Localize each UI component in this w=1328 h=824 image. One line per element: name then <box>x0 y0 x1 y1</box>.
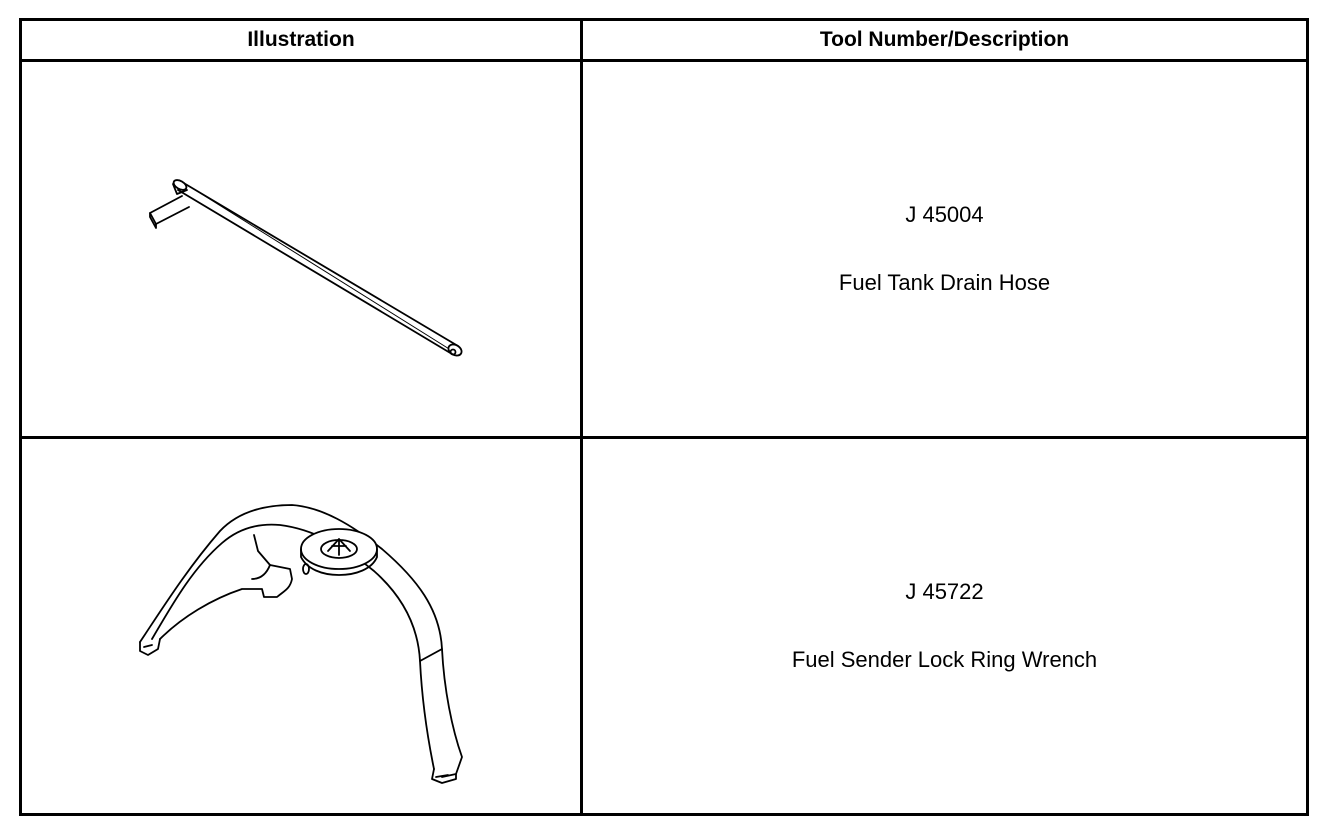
tool-description: Fuel Tank Drain Hose <box>838 270 1051 295</box>
tool-number: J 45004 <box>905 201 984 227</box>
special-tools-table: Illustration Tool Number/Description <box>19 18 1309 816</box>
header-tool-number-description: Tool Number/Description <box>580 18 1309 62</box>
illustration-cell <box>19 59 583 439</box>
tool-description-cell: J 45722 Fuel Sender Lock Ring Wrench <box>580 436 1309 816</box>
illustration-cell <box>19 436 583 816</box>
drain-hose-drawing-icon <box>149 179 463 357</box>
table-row: J 45004 Fuel Tank Drain Hose <box>19 59 1309 439</box>
header-row: Illustration Tool Number/Description <box>19 18 1309 62</box>
tool-description-cell: J 45004 Fuel Tank Drain Hose <box>580 59 1309 439</box>
lock-ring-wrench-drawing-icon <box>139 504 463 784</box>
table-row: J 45722 Fuel Sender Lock Ring Wrench <box>19 436 1309 816</box>
header-illustration: Illustration <box>19 18 583 62</box>
tool-description: Fuel Sender Lock Ring Wrench <box>791 647 1098 672</box>
tool-number: J 45722 <box>905 578 984 604</box>
